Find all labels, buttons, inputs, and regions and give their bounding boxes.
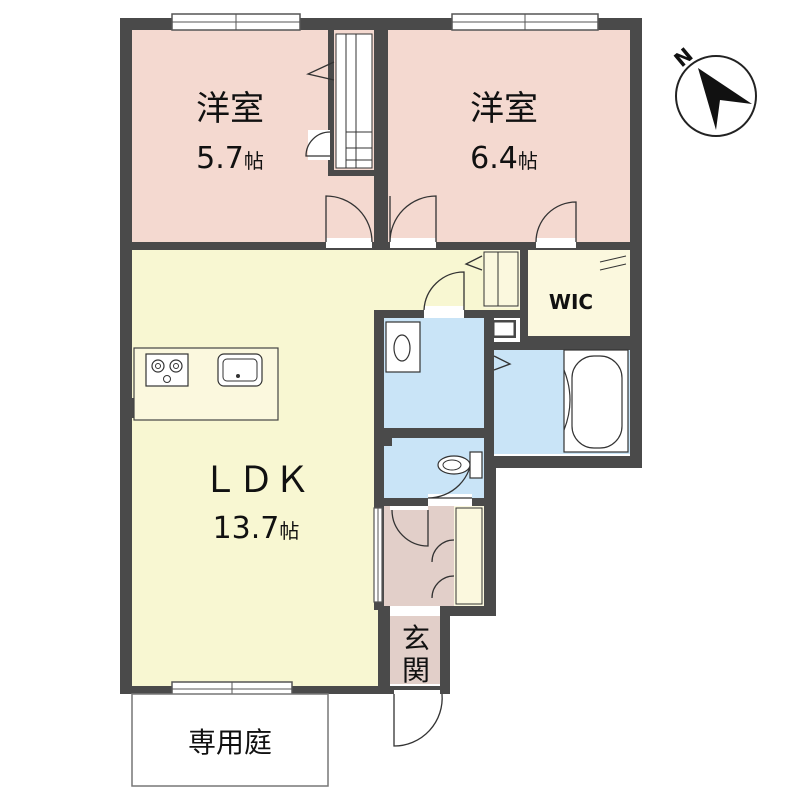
storage-box [493, 321, 515, 337]
wall [384, 438, 392, 446]
sink-icon [217, 353, 263, 387]
window [373, 507, 383, 603]
door [423, 271, 465, 318]
room-size-bedroom-right: 6.4帖 [470, 141, 538, 176]
bathtub-icon [563, 349, 629, 453]
wic-floor [528, 250, 630, 336]
wall [484, 342, 630, 350]
wall [374, 30, 388, 248]
wall [484, 318, 494, 458]
door [535, 201, 577, 248]
wall [328, 170, 376, 176]
room-label-garden: 専用庭 [188, 726, 272, 759]
private-garden [131, 693, 329, 787]
room-label-ldk: ＬＤＫ [202, 460, 310, 501]
wall [132, 242, 630, 250]
north-arrow-icon: N [669, 43, 757, 137]
vanity-sink-icon [385, 321, 421, 373]
door [305, 130, 331, 160]
door [325, 195, 373, 248]
hall-floor [384, 506, 454, 606]
door [389, 195, 437, 248]
folding-door [306, 61, 512, 371]
room-label-genkan-2: 関 [402, 654, 430, 687]
wall [484, 456, 642, 468]
room-label-wic: WIC [549, 290, 593, 314]
door [393, 690, 443, 747]
stove-icon [145, 353, 189, 387]
wall [120, 18, 132, 694]
window [171, 13, 301, 31]
wall [520, 248, 528, 338]
room-label-bedroom-left: 洋室 [196, 89, 264, 129]
bedroom-right-floor [388, 30, 630, 242]
door [390, 506, 429, 547]
toilet-icon [437, 451, 483, 479]
room-size-ldk: 13.7帖 [213, 511, 300, 546]
wall [384, 428, 484, 438]
wall [328, 30, 334, 176]
wall [484, 456, 496, 616]
closet-shelf [483, 251, 519, 307]
wall [374, 310, 384, 610]
wall [448, 606, 496, 616]
window [451, 13, 599, 31]
closet-shelf [335, 33, 373, 169]
wall [440, 606, 450, 694]
room-size-bedroom-left: 5.7帖 [196, 141, 264, 176]
genkan-floor [390, 616, 440, 684]
wall [630, 18, 642, 468]
wall [378, 606, 390, 694]
room-label-bedroom-right: 洋室 [470, 89, 538, 129]
door [431, 539, 455, 599]
closet-shelf [455, 507, 483, 605]
closet-shelf [599, 255, 627, 271]
room-label-genkan-1: 玄 [402, 622, 430, 655]
wall [520, 336, 642, 344]
